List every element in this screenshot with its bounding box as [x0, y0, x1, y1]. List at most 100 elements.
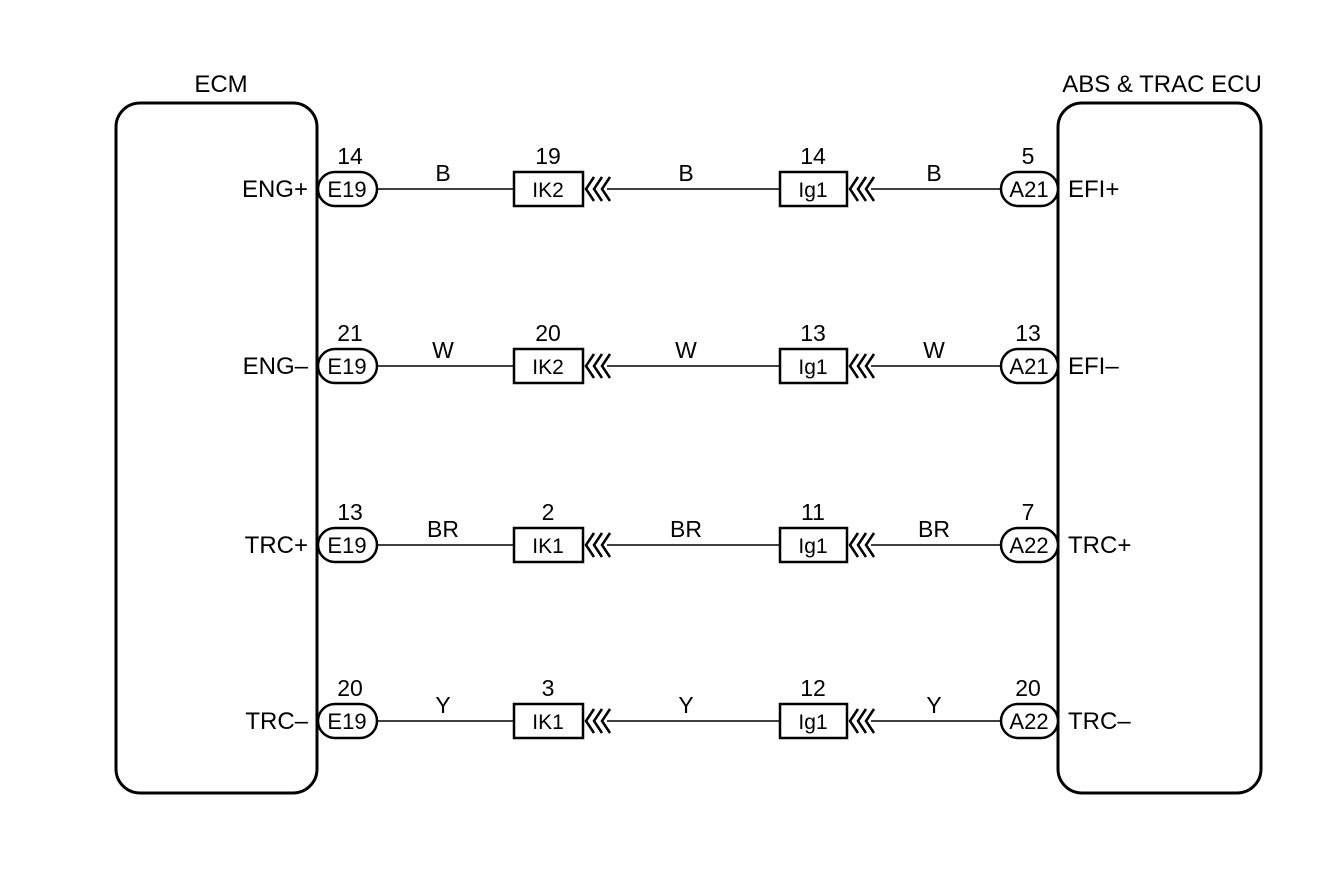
- ecm-connector: [316, 526, 379, 564]
- abs-terminal-label: TRC–: [1068, 708, 1131, 735]
- connector-chevron-icon: [584, 532, 612, 558]
- connector-chevron-icon-stroke: [864, 176, 876, 202]
- junction-connector: [778, 170, 849, 208]
- wire-color-label: B: [678, 160, 693, 186]
- junction-connector-id: Ig1: [798, 356, 827, 379]
- connector-chevron-icon-stroke: [848, 353, 860, 379]
- ecm-pin-number: 21: [337, 320, 363, 346]
- ecm-terminal-label: ENG–: [243, 353, 309, 380]
- connector-chevron-icon: [584, 176, 612, 202]
- abs-connector: [999, 526, 1060, 564]
- ecm-connector-id: E19: [327, 533, 366, 558]
- connector-chevron-icon-stroke: [584, 353, 596, 379]
- abs-connector: [999, 702, 1060, 740]
- junction-connector: [512, 347, 585, 385]
- abs-trac-ecu-unit: ABS & TRAC ECU: [1056, 71, 1263, 795]
- junction-pin-number: 13: [800, 320, 826, 346]
- abs-pin-number: 5: [1022, 143, 1035, 169]
- wire-color-label: Y: [926, 692, 941, 718]
- connector-chevron-icon-stroke: [592, 708, 604, 734]
- junction-pin-number: 11: [801, 499, 825, 525]
- ecm-connector-id: E19: [327, 709, 366, 734]
- connector-chevron-icon-stroke: [600, 353, 612, 379]
- junction-connector-id: IK2: [532, 179, 564, 202]
- junction-connector: [778, 702, 849, 740]
- abs-pin-number: 7: [1022, 499, 1035, 525]
- abs-terminal-label: EFI–: [1068, 353, 1119, 380]
- connector-chevron-icon: [584, 708, 612, 734]
- junction-pin-number: 20: [535, 320, 561, 346]
- connector-chevron-icon-stroke: [848, 532, 860, 558]
- ecm-title: ECM: [194, 71, 247, 98]
- connector-chevron-icon-stroke: [864, 708, 876, 734]
- ecm-connector: [316, 347, 379, 385]
- abs-connector: [999, 347, 1060, 385]
- abs-pin-number: 20: [1015, 675, 1041, 701]
- ecm-connector-id: E19: [327, 177, 366, 202]
- junction-pin-number: 2: [542, 499, 555, 525]
- connector-chevron-icon-stroke: [856, 708, 868, 734]
- ecm-terminal-label: TRC–: [245, 708, 308, 735]
- ecm-connector: [316, 702, 379, 740]
- wire-color-label: W: [923, 337, 945, 363]
- junction-connector-id: IK2: [532, 356, 564, 379]
- connector-chevron-icon-stroke: [600, 176, 612, 202]
- wire-color-label: Y: [678, 692, 693, 718]
- junction-connector: [512, 170, 585, 208]
- connector-chevron-icon-stroke: [592, 353, 604, 379]
- ecm-pin-number: 20: [337, 675, 363, 701]
- connector-chevron-icon-stroke: [864, 532, 876, 558]
- connector-chevron-icon-stroke: [592, 176, 604, 202]
- connector-chevron-icon-stroke: [584, 176, 596, 202]
- connector-chevron-icon-stroke: [856, 532, 868, 558]
- wire-color-label: Y: [435, 692, 450, 718]
- connector-chevron-icon-stroke: [584, 708, 596, 734]
- wire-color-label: W: [675, 337, 697, 363]
- junction-connector-id: Ig1: [798, 711, 827, 734]
- abs-connector-id: A21: [1009, 354, 1048, 379]
- abs-connector-id: A22: [1009, 533, 1048, 558]
- ecm-connector-id: E19: [327, 354, 366, 379]
- connector-chevron-icon-stroke: [584, 532, 596, 558]
- junction-connector-id: Ig1: [798, 535, 827, 558]
- junction-pin-number: 3: [542, 675, 555, 701]
- connector-chevron-icon-stroke: [856, 176, 868, 202]
- connector-chevron-icon-stroke: [848, 176, 860, 202]
- connector-chevron-icon: [848, 708, 876, 734]
- connector-chevron-icon: [584, 353, 612, 379]
- connector-chevron-icon: [848, 176, 876, 202]
- junction-pin-number: 14: [800, 143, 826, 169]
- connector-chevron-icon-stroke: [600, 708, 612, 734]
- wire-color-label: B: [926, 160, 941, 186]
- abs-terminal-label: TRC+: [1068, 532, 1131, 559]
- wire-color-label: W: [432, 337, 454, 363]
- junction-pin-number: 12: [800, 675, 826, 701]
- wire-color-label: BR: [670, 516, 702, 542]
- connector-chevron-icon: [848, 353, 876, 379]
- circuit-rows: ENG+E1914BIK219BIg114BA215EFI+ENG–E1921W…: [242, 143, 1131, 740]
- connector-chevron-icon-stroke: [856, 353, 868, 379]
- wire-color-label: B: [435, 160, 450, 186]
- junction-connector-id: IK1: [532, 711, 564, 734]
- junction-pin-number: 19: [535, 143, 561, 169]
- abs-trac-ecu-box: [1056, 101, 1263, 795]
- junction-connector: [512, 526, 585, 564]
- connector-chevron-icon-stroke: [592, 532, 604, 558]
- junction-connector-id: Ig1: [798, 179, 827, 202]
- ecm-connector: [316, 170, 379, 208]
- ecm-unit: ECM: [114, 71, 319, 795]
- junction-connector: [778, 347, 849, 385]
- abs-connector-id: A22: [1009, 709, 1048, 734]
- junction-connector-id: IK1: [532, 535, 564, 558]
- junction-connector: [778, 526, 849, 564]
- abs-connector: [999, 170, 1060, 208]
- connector-chevron-icon: [848, 532, 876, 558]
- ecm-terminal-label: ENG+: [242, 176, 308, 203]
- junction-connector: [512, 702, 585, 740]
- abs-pin-number: 13: [1015, 320, 1041, 346]
